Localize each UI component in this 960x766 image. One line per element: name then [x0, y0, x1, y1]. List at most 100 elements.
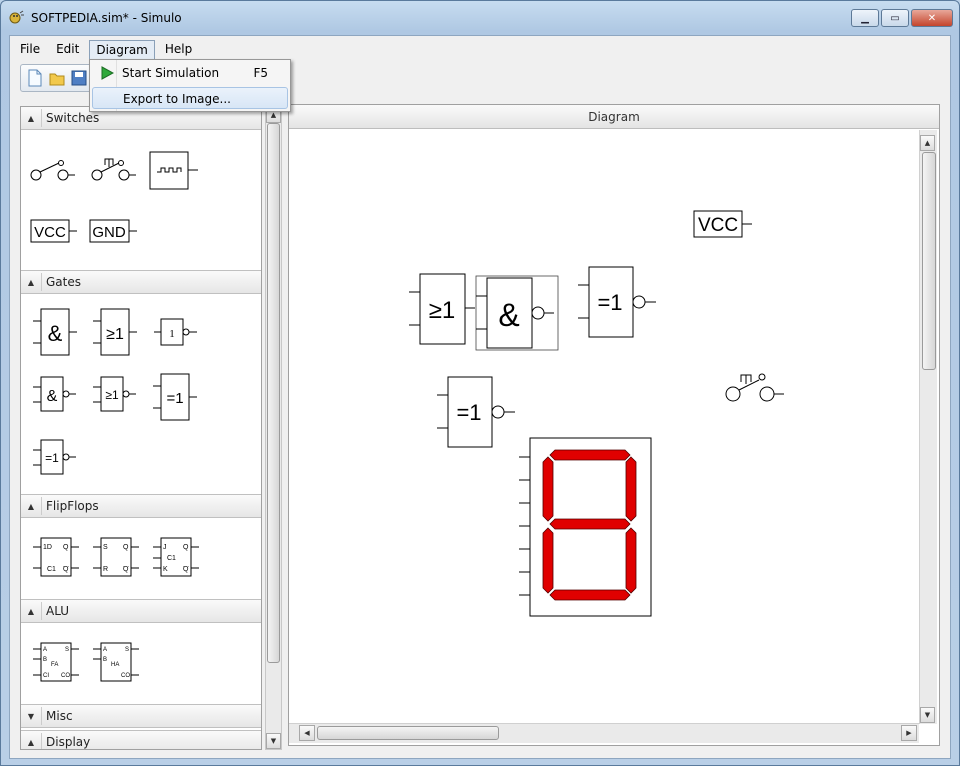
switch-tool[interactable] — [30, 160, 75, 181]
xnor-gate-tool[interactable]: =1 — [33, 439, 76, 475]
save-icon[interactable] — [71, 69, 87, 87]
xnor-gate-component-2-label: =1 — [456, 400, 481, 425]
menu-item-label: Export to Image... — [123, 92, 231, 106]
group-header-misc[interactable]: ▼ Misc — [21, 704, 261, 728]
minimize-icon: ▁ — [861, 12, 869, 24]
menu-help[interactable]: Help — [164, 42, 193, 56]
scroll-right-button[interactable]: ▶ — [901, 725, 917, 741]
vcc-tool-label: VCC — [34, 224, 66, 241]
diagram-panel: Diagram VCC ≥1 — [288, 104, 940, 746]
open-folder-icon[interactable] — [49, 69, 65, 87]
expand-arrow-icon: ▼ — [27, 711, 35, 721]
arrow-down-icon: ▼ — [270, 737, 277, 745]
diagram-dropdown-menu: Start Simulation F5 Export to Image... — [89, 59, 291, 112]
fa-b-label: B — [43, 657, 47, 663]
xnor-gate-component-2[interactable]: =1 — [437, 376, 515, 448]
or-gate-tool[interactable]: ≥1 — [93, 308, 137, 356]
or-gate-component[interactable]: ≥1 — [409, 273, 475, 345]
menu-export-to-image[interactable]: Export to Image... — [92, 87, 288, 109]
new-file-icon[interactable] — [27, 69, 43, 87]
scroll-down-button[interactable]: ▼ — [920, 707, 935, 723]
arrow-right-icon: ▶ — [906, 729, 912, 737]
arrow-up-icon: ▲ — [270, 111, 277, 119]
seven-segment-display[interactable] — [519, 437, 652, 617]
group-label: Misc — [41, 707, 73, 725]
jk-flipflop-tool[interactable]: J C1 K Q Q — [153, 537, 199, 577]
window-title: SOFTPEDIA.sim* - Simulo — [31, 11, 182, 25]
group-label: ALU — [41, 602, 69, 620]
maximize-button[interactable]: ▭ — [881, 9, 909, 27]
ff-r-label: R — [103, 566, 108, 573]
ha-s-label: S — [125, 647, 129, 653]
pushbutton-tool[interactable] — [91, 158, 136, 181]
gnd-tool-label: GND — [92, 224, 126, 241]
scroll-left-button[interactable]: ◀ — [299, 725, 315, 741]
or-gate-component-label: ≥1 — [429, 297, 456, 324]
vcc-component[interactable]: VCC — [693, 210, 752, 238]
play-icon — [101, 66, 114, 80]
group-header-alu[interactable]: ▲ ALU — [21, 599, 261, 623]
collapse-arrow-icon: ▲ — [27, 501, 35, 511]
menu-edit[interactable]: Edit — [56, 42, 80, 56]
menu-bar: File Edit Diagram Help — [10, 40, 198, 60]
clock-tool[interactable] — [149, 151, 198, 190]
scroll-thumb[interactable] — [922, 152, 936, 370]
xor-gate-tool[interactable]: =1 — [153, 373, 197, 421]
menu-start-simulation[interactable]: Start Simulation F5 — [92, 62, 288, 84]
and-gate-tool[interactable]: & — [33, 308, 77, 356]
diagram-canvas[interactable]: VCC ≥1 & — [289, 130, 917, 720]
group-header-switches[interactable]: ▲ Switches — [21, 107, 261, 130]
not-gate-tool[interactable]: 1 — [154, 318, 197, 346]
xnor-gate-label: =1 — [45, 451, 59, 465]
half-adder-tool[interactable]: A B HA S CO — [93, 642, 139, 682]
scroll-down-button[interactable]: ▼ — [266, 733, 281, 749]
ff-sr-qn-label: Q — [123, 566, 129, 573]
menu-item-shortcut: F5 — [253, 66, 268, 80]
minimize-button[interactable]: ▁ — [851, 9, 879, 27]
nor-gate-tool[interactable]: ≥1 — [93, 376, 136, 412]
ff-jk-qn-label: Q — [183, 566, 189, 573]
fa-ci-label: CI — [43, 673, 49, 679]
xnor-gate-component[interactable]: =1 — [578, 266, 656, 338]
menu-diagram[interactable]: Diagram — [89, 40, 155, 60]
toolbox-panel: ▲ Switches — [20, 106, 262, 750]
diagram-hscrollbar[interactable]: ◀ ▶ — [289, 723, 919, 743]
collapse-arrow-icon: ▲ — [27, 737, 35, 747]
group-header-flipflops[interactable]: ▲ FlipFlops — [21, 494, 261, 518]
group-label: FlipFlops — [41, 497, 99, 515]
nand-gate-component[interactable]: & — [475, 275, 559, 351]
segment-e — [542, 527, 554, 594]
vcc-tool[interactable]: VCC — [30, 219, 77, 243]
menu-file[interactable]: File — [20, 42, 41, 56]
full-adder-tool[interactable]: A B FA CI S CO — [33, 642, 79, 682]
ha-name-label: HA — [111, 662, 119, 668]
sr-flipflop-tool[interactable]: S R Q Q — [93, 537, 139, 577]
vcc-label: VCC — [698, 215, 738, 236]
nand-gate-tool[interactable]: & — [33, 376, 76, 412]
pushbutton-component[interactable] — [725, 373, 784, 402]
ff-d-clk-label: C1 — [47, 566, 56, 573]
scroll-thumb[interactable] — [317, 726, 499, 740]
segment-f — [542, 456, 554, 522]
segment-g — [549, 518, 631, 530]
group-header-gates[interactable]: ▲ Gates — [21, 270, 261, 294]
group-body-alu: A B FA CI S CO A B HA S — [21, 623, 261, 703]
ff-sr-q-label: Q — [123, 544, 129, 551]
toolbox-scrollbar[interactable]: ▲ ▼ — [265, 106, 282, 750]
scroll-thumb[interactable] — [267, 123, 280, 663]
scroll-up-button[interactable]: ▲ — [920, 135, 935, 151]
title-bar[interactable]: SOFTPEDIA.sim* - Simulo ▁ ▭ ✕ — [1, 1, 959, 35]
group-header-display[interactable]: ▲ Display — [21, 730, 261, 749]
d-flipflop-tool[interactable]: 1D C1 Q Q — [33, 537, 79, 577]
gnd-tool[interactable]: GND — [89, 219, 137, 243]
collapse-arrow-icon: ▲ — [27, 277, 35, 287]
ha-co-label: CO — [121, 673, 130, 679]
group-label: Gates — [41, 273, 81, 291]
app-icon — [9, 10, 24, 24]
ff-jk-q-label: Q — [183, 544, 189, 551]
fa-co-label: CO — [61, 673, 70, 679]
ff-k-label: K — [163, 566, 168, 573]
diagram-vscrollbar[interactable]: ▲ ▼ — [919, 130, 937, 724]
close-button[interactable]: ✕ — [911, 9, 953, 27]
